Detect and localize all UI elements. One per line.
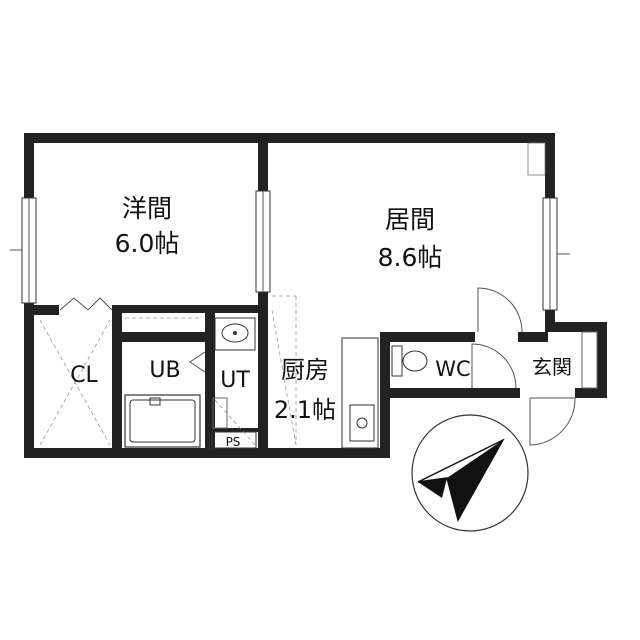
pipe-space (211, 431, 257, 449)
wall-ps (205, 428, 260, 432)
kitchen-room-name: 厨房 (281, 356, 329, 384)
doors (59, 287, 576, 446)
living-room-name: 居間 (385, 205, 435, 234)
bath-label: UB (149, 358, 180, 383)
wall-top (24, 133, 555, 143)
wall-entrance-bottom (575, 388, 607, 398)
entrance-label: 玄関 (532, 355, 572, 379)
wc-door (471, 343, 517, 389)
bathtub (124, 394, 201, 448)
wall-wc-left (380, 332, 390, 458)
wall-partition-upper (258, 143, 268, 191)
wall-bath-top (112, 332, 207, 342)
wall-right-mid (545, 310, 555, 330)
kitchen-room-size: 2.1帖 (274, 396, 336, 424)
toilet-bowl (402, 350, 428, 372)
wall-bath-ut (205, 305, 215, 455)
closet-label: CL (70, 363, 98, 388)
wall-western-bottom-2 (112, 305, 268, 313)
western-room-size: 6.0帖 (115, 229, 180, 258)
wall-entrance-right (597, 322, 607, 398)
wall-closet-bath (112, 305, 122, 455)
closet-door (59, 297, 113, 311)
bath-door (189, 351, 206, 373)
wall-right-upper (545, 133, 555, 198)
washbasin (214, 317, 256, 351)
washer (212, 397, 228, 429)
western-room-name: 洋間 (122, 194, 172, 223)
wall-wc-top (380, 332, 475, 342)
windows (10, 190, 570, 311)
utility-label: UT (220, 368, 250, 393)
kitchen-counter (341, 337, 379, 449)
wall-wc-top-right (518, 332, 548, 342)
room-labels: 洋間 6.0帖 居間 8.6帖 CL UB UT 厨房 2.1帖 WC 玄関 P… (70, 194, 572, 449)
pipe-space-label: PS (226, 435, 241, 449)
kitchen-sink (349, 404, 375, 442)
fixtures (124, 142, 598, 449)
wall-wc-bottom (380, 388, 520, 398)
shoe-cabinet (581, 331, 598, 389)
living-room-size: 8.6帖 (378, 243, 443, 272)
living-door (477, 287, 523, 333)
north-arrow-icon (411, 414, 529, 532)
wall-entrance-top (545, 322, 607, 332)
entrance-door (529, 397, 576, 446)
bathtub-inner (129, 399, 196, 443)
wall-ut-kitchen (258, 305, 268, 455)
toilet-label: WC (435, 357, 470, 381)
toilet-tank (391, 345, 403, 377)
dashed-lines (39, 295, 297, 446)
wall-western-bottom (24, 305, 59, 315)
